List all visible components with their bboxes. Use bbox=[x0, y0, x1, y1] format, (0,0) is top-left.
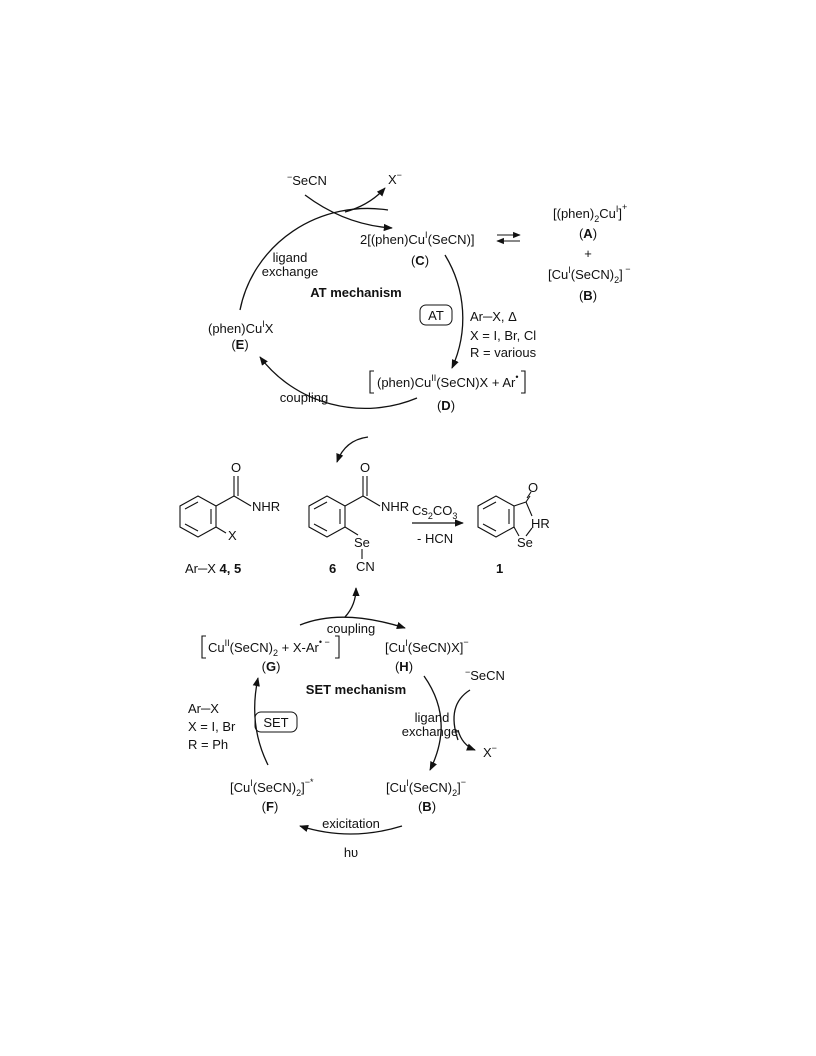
bracket-d-left bbox=[369, 370, 374, 394]
at-cycle: −SeCN X− 2[(phen)CuI(SeCN)] (C) [(phen)2… bbox=[208, 170, 631, 463]
set-badge-label: SET bbox=[263, 715, 288, 730]
c1-carbonyl-bond bbox=[513, 501, 527, 507]
species-g-id: (G) bbox=[262, 659, 281, 674]
c1-o-atom: O bbox=[528, 480, 538, 495]
set-ligand-label-2: exchange bbox=[402, 724, 458, 739]
species-b-bottom: [CuI(SeCN)2]− bbox=[386, 777, 466, 798]
bracket-g-right bbox=[335, 635, 340, 659]
species-b-top: [CuI(SeCN)2] − bbox=[548, 264, 631, 285]
c6-se-atom: Se bbox=[354, 535, 370, 550]
at-mechanism-title: AT mechanism bbox=[310, 285, 402, 300]
set-condition-1: Ar─X bbox=[188, 701, 219, 716]
arx-ring-bond bbox=[184, 501, 199, 510]
cs2co3-reagent: Cs2CO3 bbox=[412, 503, 457, 521]
bracket-g-left bbox=[201, 635, 206, 659]
species-g: CuII(SeCN)2 + X-Ar• − bbox=[208, 637, 330, 658]
at-secn-in-arrow bbox=[304, 194, 393, 232]
at-badge-label: AT bbox=[428, 308, 444, 323]
species-e-id: (E) bbox=[231, 337, 248, 352]
compound-1-number: 1 bbox=[496, 561, 503, 576]
set-cycle: coupling CuII(SeCN)2 + X-Ar• − (G) [CuI(… bbox=[188, 587, 505, 860]
arx-ring-bond bbox=[184, 523, 199, 532]
c1-ring-bond bbox=[482, 523, 497, 532]
c6-carbonyl-bond bbox=[344, 495, 364, 507]
species-h-id: (H) bbox=[395, 659, 413, 674]
c1-se-bond bbox=[513, 526, 520, 537]
c1-n-bond bbox=[525, 501, 533, 517]
set-ligand-label-1: ligand bbox=[415, 710, 450, 725]
at-x-out-arrow bbox=[344, 187, 386, 213]
set-secn-in-arrow bbox=[453, 689, 471, 741]
excitation-label: exicitation bbox=[322, 816, 380, 831]
at-condition-2: X = I, Br, Cl bbox=[470, 328, 536, 343]
compound-6-number: 6 bbox=[329, 561, 336, 576]
set-condition-2: X = I, Br bbox=[188, 719, 236, 734]
equilibrium-plus: + bbox=[584, 246, 592, 261]
arx-x-bond bbox=[215, 526, 227, 534]
at-condition-3: R = various bbox=[470, 345, 537, 360]
at-cycle-arc-left bbox=[239, 207, 389, 311]
arx-label: Ar─X 4, 5 bbox=[185, 561, 241, 576]
c6-cn-group: CN bbox=[356, 559, 375, 574]
c1-hr-group: HR bbox=[531, 516, 550, 531]
arx-x-atom: X bbox=[228, 528, 237, 543]
species-d-id: (D) bbox=[437, 398, 455, 413]
species-h: [CuI(SeCN)X]− bbox=[385, 637, 469, 655]
c1-n-se-bond bbox=[525, 527, 533, 537]
at-coupling-label: coupling bbox=[280, 390, 328, 405]
at-cycle-arc-right bbox=[444, 254, 464, 369]
compound-6: O NHR Se CN 6 bbox=[308, 460, 409, 576]
species-a: [(phen)2CuI]+ bbox=[553, 202, 627, 224]
at-badge-box bbox=[419, 304, 453, 326]
set-mechanism-title: SET mechanism bbox=[306, 682, 406, 697]
set-excitation-arc bbox=[299, 825, 403, 835]
at-to-product-arrow bbox=[336, 436, 369, 463]
set-to-product-arrow bbox=[344, 587, 360, 618]
bracket-d-right bbox=[521, 370, 526, 394]
compounds-row: O NHR X Ar─X 4, 5 O NHR Se CN 6 Cs2CO3 -… bbox=[179, 460, 550, 576]
set-cycle-arc-right bbox=[423, 675, 442, 771]
c6-ring-bond bbox=[313, 501, 328, 510]
c6-nhr-group: NHR bbox=[381, 499, 409, 514]
c1-ring-bond bbox=[482, 501, 497, 510]
compound-arx: O NHR X Ar─X 4, 5 bbox=[179, 460, 280, 576]
c6-ring-bond bbox=[313, 523, 328, 532]
set-x-out-arrow bbox=[457, 729, 476, 751]
species-a-id: (A) bbox=[579, 226, 597, 241]
at-secn-reagent: −SeCN bbox=[287, 172, 327, 188]
light-hv-label: hυ bbox=[344, 845, 358, 860]
species-d: (phen)CuII(SeCN)X + Ar• bbox=[377, 372, 518, 390]
arx-carbonyl-bond bbox=[215, 495, 235, 507]
species-f-id: (F) bbox=[262, 799, 279, 814]
species-b-bottom-id: (B) bbox=[418, 799, 436, 814]
set-coupling-arc bbox=[299, 616, 406, 629]
compound-1: O HR Se 1 bbox=[477, 480, 550, 576]
c6-se-bond bbox=[344, 526, 359, 536]
c1-se-atom: Se bbox=[517, 535, 533, 550]
arx-nhr-group: NHR bbox=[252, 499, 280, 514]
at-cycle-arc-bottom bbox=[259, 356, 418, 410]
species-f: [CuI(SeCN)2]−* bbox=[230, 777, 314, 798]
set-badge-box bbox=[254, 711, 298, 733]
species-e: (phen)CuIX bbox=[208, 319, 274, 336]
set-condition-3: R = Ph bbox=[188, 737, 228, 752]
c1-co-double-1 bbox=[525, 495, 531, 503]
species-c: 2[(phen)CuI(SeCN)] bbox=[360, 230, 475, 247]
at-ligand-label-1: ligand bbox=[273, 250, 308, 265]
hcn-byproduct: - HCN bbox=[417, 531, 453, 546]
set-secn-reagent: −SeCN bbox=[465, 667, 505, 683]
arx-n-bond bbox=[233, 495, 252, 507]
at-ligand-label-2: exchange bbox=[262, 264, 318, 279]
c6-n-bond bbox=[362, 495, 381, 507]
arx-o-atom: O bbox=[231, 460, 241, 475]
set-coupling-label: coupling bbox=[327, 621, 375, 636]
species-c-id: (C) bbox=[411, 253, 429, 268]
set-leaving-x: X− bbox=[483, 743, 497, 760]
at-leaving-x: X− bbox=[388, 170, 402, 187]
c6-o-atom: O bbox=[360, 460, 370, 475]
c1-co-double-2 bbox=[526, 491, 532, 499]
species-b-top-id: (B) bbox=[579, 288, 597, 303]
at-condition-1: Ar─X, Δ bbox=[470, 309, 517, 324]
